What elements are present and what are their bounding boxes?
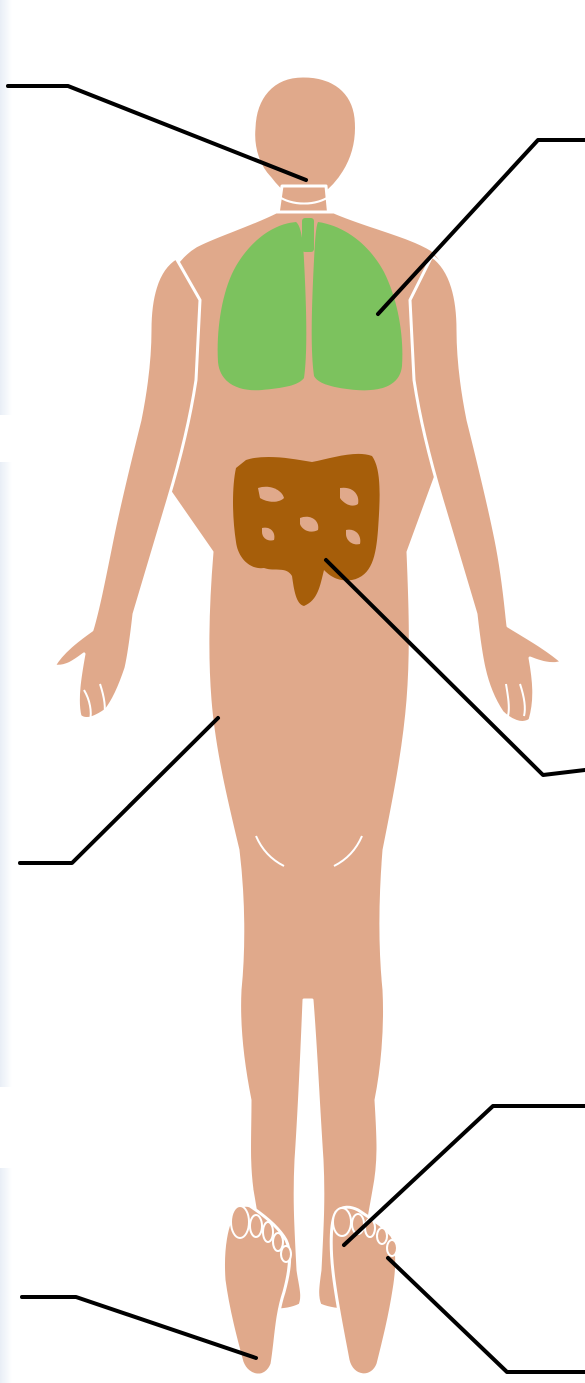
right-arm [410,256,562,722]
leader-line-thigh [20,718,218,863]
right-toe-1 [333,1208,351,1236]
left-toe-1 [231,1206,249,1238]
left-toe-3 [263,1222,273,1242]
trachea [302,218,314,252]
leader-line-heel [22,1297,256,1358]
right-toe-4 [377,1228,387,1244]
body-silhouette [54,76,562,1375]
left-toe-5 [281,1246,291,1262]
right-toe-5 [387,1240,397,1256]
torso-and-legs [158,212,454,1310]
leader-line-foot [388,1258,585,1372]
left-toe-2 [250,1215,262,1237]
